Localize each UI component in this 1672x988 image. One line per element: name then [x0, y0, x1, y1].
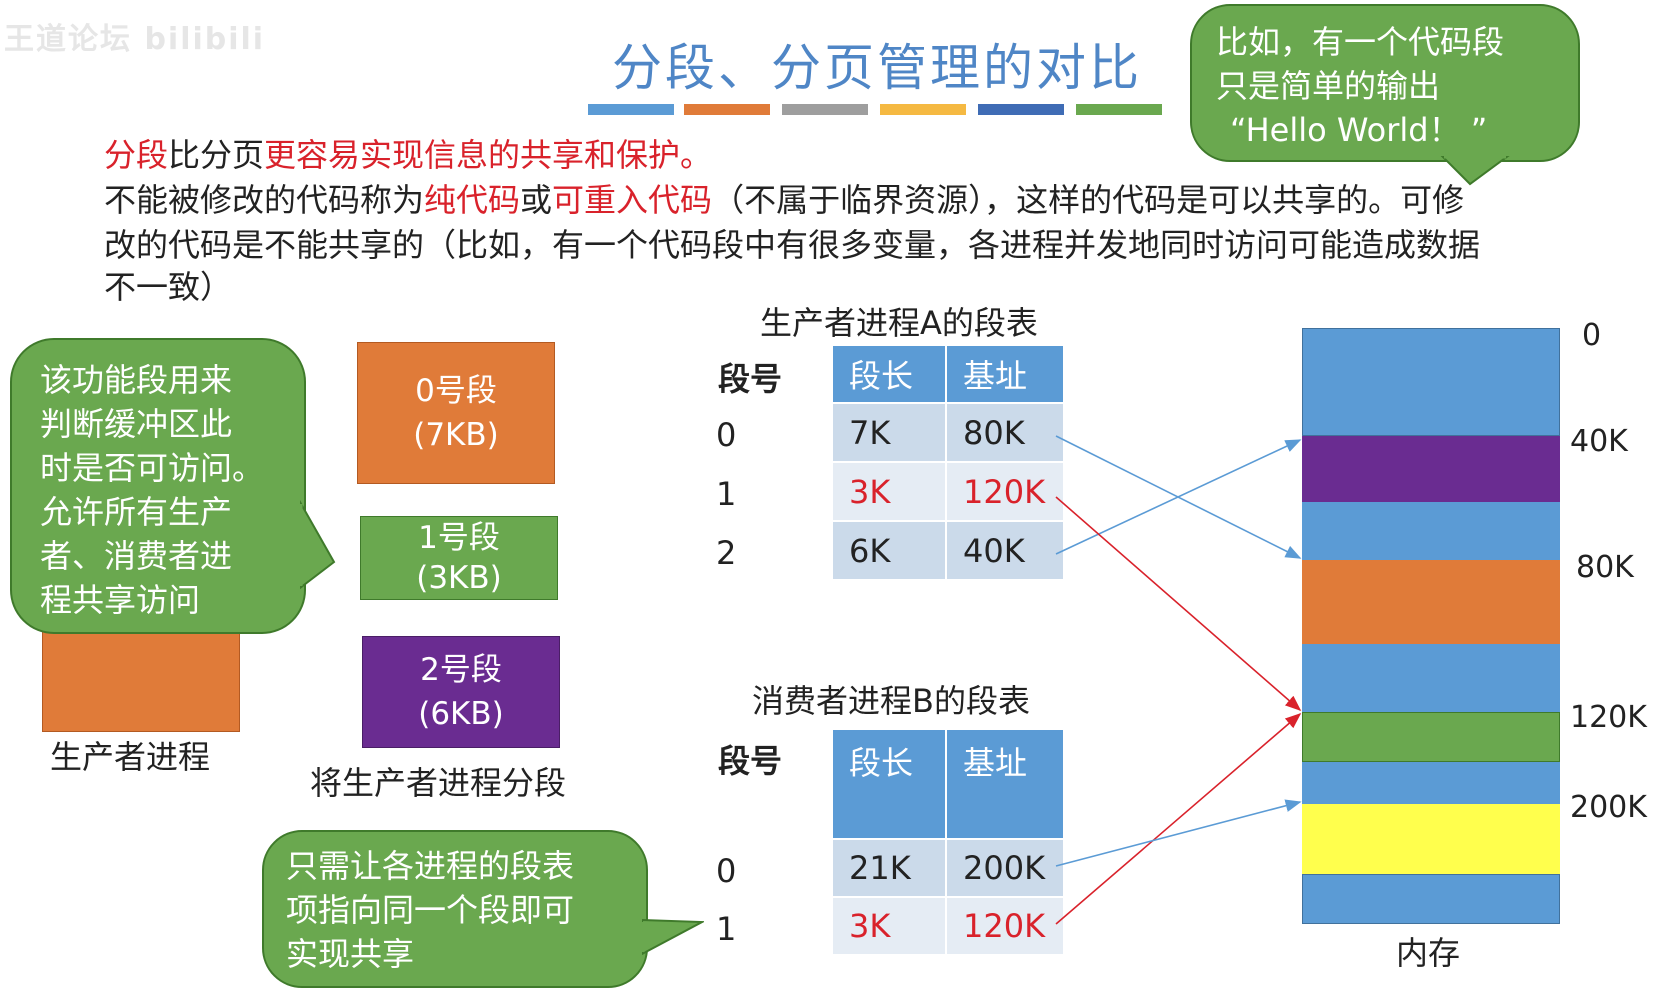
table-cell: 21K	[831, 838, 947, 898]
title-bar-segment	[1076, 104, 1162, 115]
arrow-b1-to-120k	[1055, 712, 1302, 925]
callout-line: 比如，有一个代码段	[1216, 23, 1505, 61]
table-row: 7K 80K	[831, 402, 1065, 463]
keyword-sharing: 更容易实现信息的共享和保护。	[264, 136, 713, 174]
memory-free-region	[1302, 762, 1560, 804]
memory-segment-a2	[1302, 436, 1560, 502]
callout-line: 只需让各进程的段表	[286, 847, 575, 885]
callout-buffer-segment: 该功能段用来 判断缓冲区此 时是否可访问。 允许所有生产 者、消费者进 程共享访…	[10, 338, 306, 634]
segment-size: (6KB)	[418, 696, 504, 732]
callout-line: 项指向同一个段即可	[286, 891, 575, 929]
table-b-seg-no: 1	[716, 910, 737, 948]
memory-address-label: 40K	[1570, 424, 1628, 459]
segments-caption: 将生产者进程分段	[310, 764, 567, 802]
callout-line: 允许所有生产	[40, 493, 233, 531]
segment-size: (7KB)	[413, 417, 499, 453]
table-cell: 6K	[831, 520, 947, 581]
memory-segment-b0	[1302, 804, 1560, 874]
memory-address-label: 120K	[1570, 700, 1647, 735]
callout-line: 时是否可访问。	[40, 449, 265, 487]
memory-free-region	[1302, 328, 1560, 436]
intro-line-1: 分段比分页更容易实现信息的共享和保护。	[104, 133, 712, 177]
table-header: 段长	[831, 344, 947, 404]
table-cell: 3K	[831, 896, 947, 956]
table-b-seg-no: 0	[716, 852, 737, 890]
table-cell: 120K	[945, 461, 1065, 522]
callout-tail	[1440, 156, 1510, 186]
callout-line: 只是简单的输出	[1216, 67, 1441, 105]
table-header: 基址	[945, 728, 1065, 840]
segment-name: 0号段	[415, 373, 497, 409]
intro-line-2: 不能被修改的代码称为纯代码或可重入代码（不属于临界资源），这样的代码是可以共享的…	[104, 178, 1464, 222]
table-cell: 80K	[945, 402, 1065, 463]
memory-caption: 内存	[1396, 934, 1461, 972]
memory-address-label: 0	[1582, 318, 1602, 353]
keyword-reentrant-code: 可重入代码	[552, 181, 713, 219]
segment-table-b: 段长 基址 21K 200K 3K 120K	[831, 728, 1065, 956]
callout-tail	[300, 500, 336, 590]
text: 或	[520, 181, 553, 219]
table-b-title: 消费者进程B的段表	[752, 682, 1030, 720]
memory-segment-a0	[1302, 560, 1560, 644]
segment-name: 1号段	[418, 520, 500, 556]
callout-line: “Hello World！ ”	[1230, 111, 1488, 149]
table-cell: 40K	[945, 520, 1065, 581]
watermark: 王道论坛 bilibili	[4, 22, 266, 57]
memory-shared-segment	[1302, 712, 1560, 762]
title-bar-segment	[588, 104, 674, 115]
callout-line: 实现共享	[286, 935, 415, 973]
memory-free-region	[1302, 874, 1560, 924]
memory-free-region	[1302, 644, 1560, 712]
table-a-title: 生产者进程A的段表	[760, 304, 1038, 342]
table-a-seg-no: 0	[716, 416, 737, 454]
table-a-seg-no: 1	[716, 475, 737, 513]
arrow-a2-to-40k	[1055, 439, 1302, 555]
segment-size: (3KB)	[416, 560, 502, 596]
page-title: 分段、分页管理的对比	[612, 39, 1142, 97]
arrow-b0-to-200k	[1055, 799, 1302, 867]
segment-table-a: 段长 基址 7K 80K 3K 120K 6K 40K	[831, 344, 1065, 581]
intro-line-3: 改的代码是不能共享的（比如，有一个代码段中有很多变量，各进程并发地同时访问可能造…	[104, 226, 1481, 264]
table-row: 6K 40K	[831, 520, 1065, 581]
table-cell: 7K	[831, 402, 947, 463]
table-cell: 200K	[945, 838, 1065, 898]
callout-line: 判断缓冲区此	[40, 405, 233, 443]
table-row: 21K 200K	[831, 838, 1065, 898]
segment-name: 2号段	[420, 652, 502, 688]
table-row: 3K 120K	[831, 896, 1065, 956]
text: （不属于临界资源），这样的代码是可以共享的。可修	[712, 181, 1465, 219]
arrow-a1-to-120k	[1055, 496, 1302, 712]
memory-address-label: 200K	[1570, 790, 1647, 825]
intro-line-4: 不一致）	[104, 268, 233, 306]
table-b-seg-no-header: 段号	[718, 742, 783, 780]
callout-hello-world: 比如，有一个代码段 只是简单的输出 “Hello World！ ”	[1190, 4, 1580, 162]
keyword-pure-code: 纯代码	[424, 181, 521, 219]
title-bar-segment	[684, 104, 770, 115]
callout-line: 程共享访问	[40, 581, 201, 619]
producer-process-label: 生产者进程	[50, 738, 211, 776]
callout-share-entry: 只需让各进程的段表 项指向同一个段即可 实现共享	[262, 830, 648, 988]
text: 比分页	[168, 136, 265, 174]
memory-address-label: 80K	[1576, 550, 1634, 585]
title-bar-segment	[978, 104, 1064, 115]
title-bar-segment	[880, 104, 966, 115]
callout-tail	[642, 918, 704, 956]
memory-free-region	[1302, 502, 1560, 560]
callout-line: 者、消费者进	[40, 537, 233, 575]
table-a-seg-no-header: 段号	[718, 360, 783, 398]
segment-0-block: 0号段 (7KB)	[357, 342, 555, 484]
text: 不能被修改的代码称为	[104, 181, 425, 219]
table-row: 3K 120K	[831, 461, 1065, 522]
title-bar-segment	[782, 104, 868, 115]
table-header: 段长	[831, 728, 947, 840]
table-header: 基址	[945, 344, 1065, 404]
callout-line: 该功能段用来	[40, 361, 233, 399]
table-a-seg-no: 2	[716, 534, 737, 572]
keyword-segmentation: 分段	[104, 136, 169, 174]
table-cell: 3K	[831, 461, 947, 522]
segment-2-block: 2号段 (6KB)	[362, 636, 560, 748]
table-cell: 120K	[945, 896, 1065, 956]
segment-1-block: 1号段 (3KB)	[360, 516, 558, 600]
